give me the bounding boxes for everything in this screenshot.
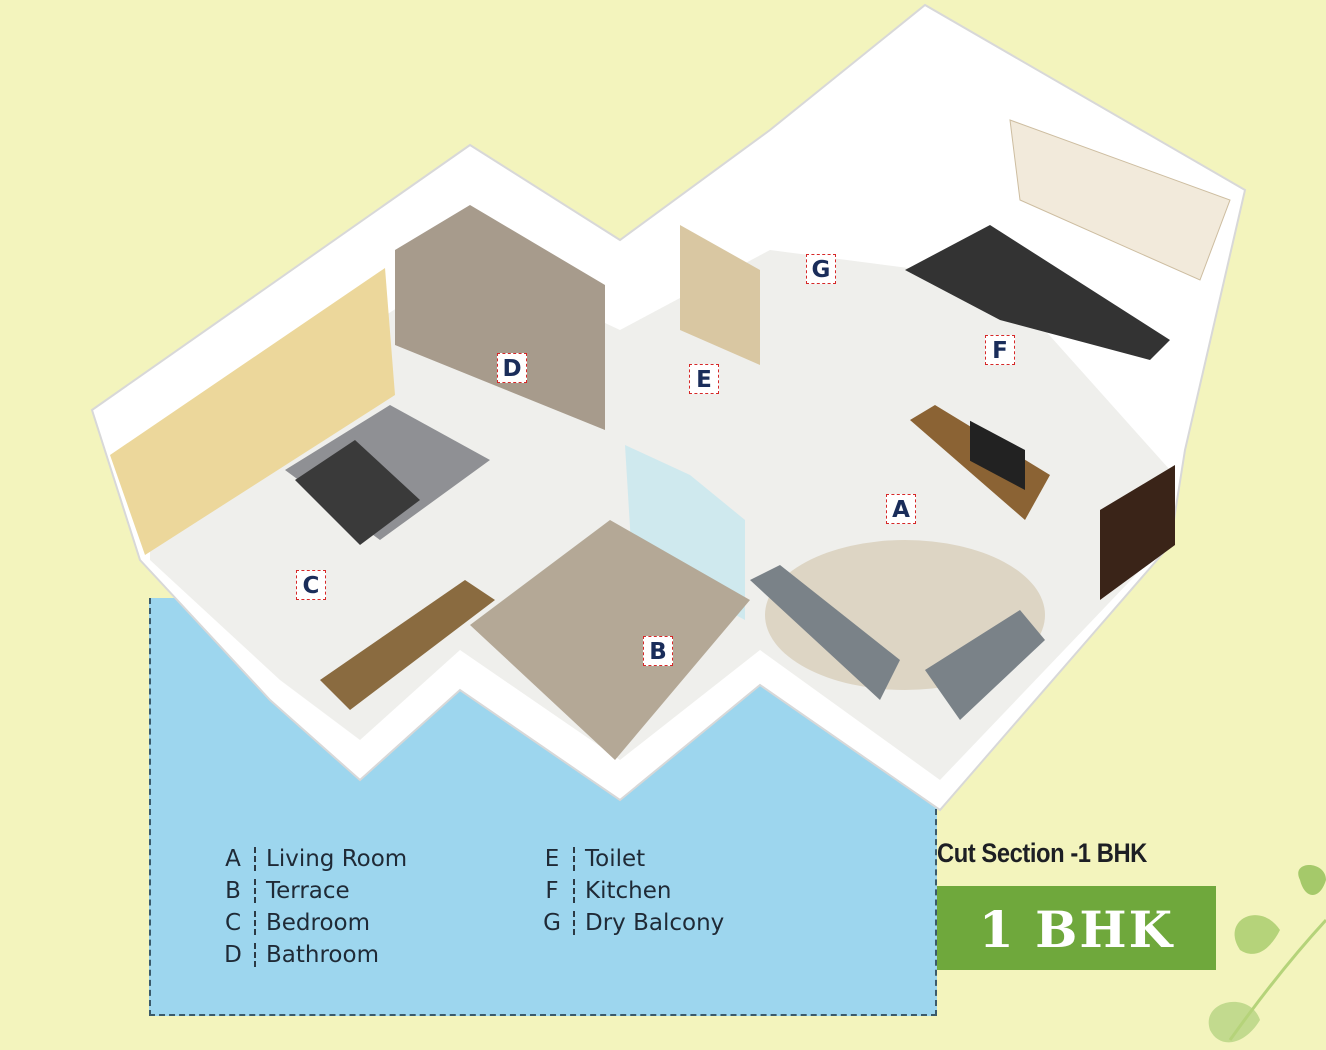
glass-partition — [625, 445, 745, 620]
entrance-door — [1100, 465, 1175, 600]
legend-item-e: E Toilet — [541, 843, 724, 875]
terrace-floor — [470, 520, 750, 760]
legend-key: F — [545, 878, 559, 904]
legend-divider — [254, 879, 256, 903]
legend-label: Dry Balcony — [585, 910, 725, 936]
floor-plan-illustration — [90, 3, 1247, 812]
legend-divider — [254, 847, 256, 871]
leaf-icon — [1298, 865, 1326, 895]
legend-key: B — [225, 878, 241, 904]
kitchen-counter — [905, 225, 1170, 360]
legend-divider — [573, 847, 575, 871]
bathroom-tiles — [395, 205, 605, 430]
legend-key: C — [224, 910, 242, 936]
legend-key: A — [225, 846, 241, 872]
legend-item-b: B Terrace — [222, 875, 407, 907]
legend-label: Terrace — [266, 878, 350, 904]
legend-item-a: A Living Room — [222, 843, 407, 875]
room-marker-d: D — [497, 353, 527, 383]
television — [970, 420, 1025, 491]
kitchen-cabinets — [1009, 119, 1231, 281]
bhk-badge: 1 BHK — [937, 886, 1216, 970]
legend-item-c: C Bedroom — [222, 907, 407, 939]
legend-item-f: F Kitchen — [541, 875, 724, 907]
legend-divider — [573, 879, 575, 903]
legend-label: Bedroom — [266, 910, 371, 936]
sofa-right — [925, 610, 1045, 720]
legend-item-g: G Dry Balcony — [541, 907, 724, 939]
bedroom-accent-wall — [110, 268, 395, 555]
room-marker-f: F — [985, 335, 1015, 365]
toilet-wall — [680, 225, 760, 365]
legend-key: G — [543, 910, 561, 936]
sofa-left — [750, 565, 900, 700]
leaf-stem — [1228, 918, 1326, 1041]
legend-column-2: E Toilet F Kitchen G Dry Balcony — [541, 843, 724, 939]
legend-divider — [254, 911, 256, 935]
room-marker-c: C — [296, 570, 326, 600]
legend-label: Kitchen — [585, 878, 672, 904]
room-marker-e: E — [689, 364, 719, 394]
bed-blanket — [295, 440, 420, 545]
room-marker-g: G — [806, 254, 836, 284]
legend-item-d: D Bathroom — [222, 939, 407, 971]
wardrobe — [320, 580, 495, 710]
section-title: Cut Section -1 BHK — [937, 838, 1147, 868]
legend-label: Toilet — [585, 846, 646, 872]
room-marker-a: A — [886, 494, 916, 524]
legend-column-1: A Living Room B Terrace C Bedroom D Bath… — [222, 843, 407, 971]
legend-label: Bathroom — [266, 942, 379, 968]
legend-label: Living Room — [266, 846, 408, 872]
legend-divider — [573, 911, 575, 935]
legend-key: E — [544, 846, 560, 872]
leaf-icon — [1208, 1001, 1260, 1043]
legend-divider — [254, 943, 256, 967]
leaf-icon — [1234, 915, 1280, 954]
legend-key: D — [224, 942, 242, 968]
leaf-decoration-icon — [1208, 865, 1326, 1043]
room-marker-b: B — [643, 636, 673, 666]
